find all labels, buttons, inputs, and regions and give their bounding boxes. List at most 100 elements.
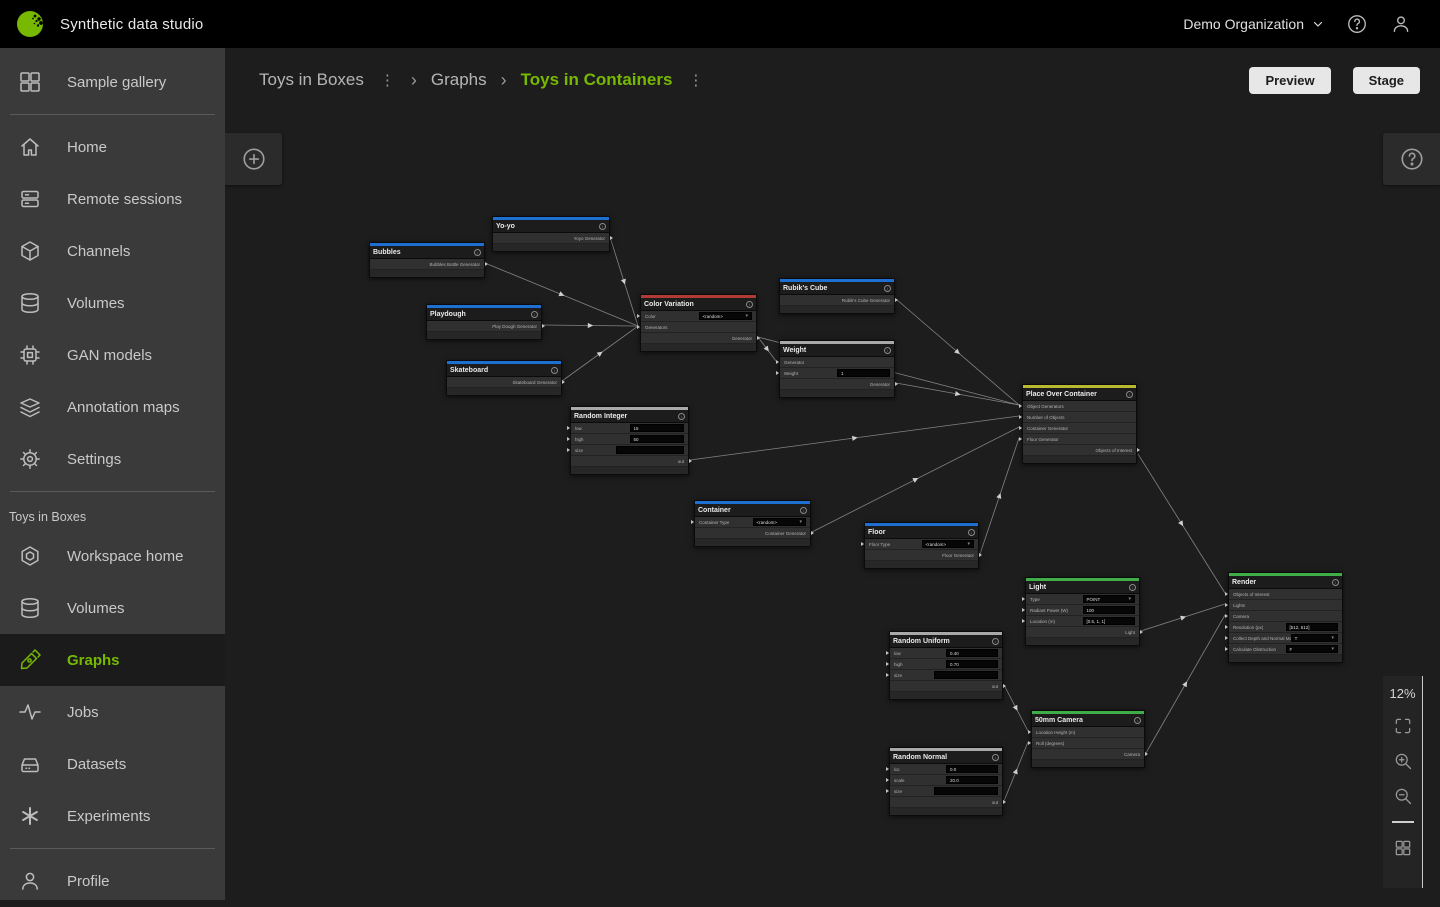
node-field[interactable]: 20.0	[946, 776, 998, 784]
breadcrumb-current-graph[interactable]: Toys in Containers	[520, 70, 673, 89]
sidebar-item-ws-volumes[interactable]: Volumes	[0, 582, 225, 634]
input-port[interactable]	[861, 541, 864, 546]
input-port[interactable]	[1225, 602, 1228, 607]
input-port[interactable]	[886, 777, 889, 782]
info-icon[interactable]: i	[1129, 583, 1136, 591]
input-port[interactable]	[1019, 414, 1022, 419]
breadcrumb-graphs[interactable]: Graphs	[430, 70, 487, 89]
sidebar-item-experiments[interactable]: Experiments	[0, 790, 225, 842]
input-port[interactable]	[1028, 740, 1031, 745]
kebab-menu-icon[interactable]: ⋮	[379, 71, 395, 89]
input-port[interactable]	[567, 425, 570, 430]
sidebar-item-annotation-maps[interactable]: Annotation maps	[0, 381, 225, 433]
minimap-toggle-button[interactable]	[1393, 838, 1413, 858]
info-icon[interactable]: i	[531, 310, 538, 318]
sidebar-item-channels[interactable]: Channels	[0, 225, 225, 277]
node-field[interactable]	[616, 446, 684, 454]
sidebar-item-datasets[interactable]: Datasets	[0, 738, 225, 790]
input-port[interactable]	[1225, 624, 1228, 629]
info-icon[interactable]: i	[1126, 390, 1133, 398]
zoom-in-button[interactable]	[1393, 751, 1413, 771]
preview-button[interactable]: Preview	[1249, 66, 1331, 94]
info-icon[interactable]: i	[992, 753, 999, 761]
input-port[interactable]	[1028, 729, 1031, 734]
input-port[interactable]	[637, 324, 640, 329]
input-port[interactable]	[886, 766, 889, 771]
add-node-button[interactable]	[225, 133, 282, 185]
help-icon[interactable]	[1346, 13, 1368, 35]
kebab-menu-icon[interactable]: ⋮	[688, 71, 704, 89]
user-icon[interactable]	[1390, 13, 1412, 35]
input-port[interactable]	[1022, 618, 1025, 623]
input-port[interactable]	[567, 436, 570, 441]
output-port[interactable]	[689, 458, 692, 463]
sidebar-item-sample-gallery[interactable]: Sample gallery	[0, 56, 225, 108]
sidebar-item-settings[interactable]: Settings	[0, 433, 225, 485]
input-port[interactable]	[1019, 425, 1022, 430]
output-port[interactable]	[1137, 447, 1140, 452]
info-icon[interactable]: i	[1134, 716, 1141, 724]
input-port[interactable]	[776, 370, 779, 375]
info-icon[interactable]: i	[1332, 578, 1339, 586]
sidebar-item-jobs[interactable]: Jobs	[0, 686, 225, 738]
info-icon[interactable]: i	[884, 346, 891, 354]
input-port[interactable]	[1225, 591, 1228, 596]
node-field[interactable]: [0.5, 1, 1]	[1082, 617, 1135, 625]
sidebar-item-graphs[interactable]: Graphs	[0, 634, 225, 686]
output-port[interactable]	[610, 235, 613, 240]
info-icon[interactable]: i	[599, 222, 606, 230]
node-select[interactable]: <random>▾	[698, 312, 752, 320]
output-port[interactable]	[542, 323, 545, 328]
info-icon[interactable]: i	[968, 528, 975, 536]
sidebar-item-remote-sessions[interactable]: Remote sessions	[0, 173, 225, 225]
input-port[interactable]	[1022, 596, 1025, 601]
output-port[interactable]	[1003, 683, 1006, 688]
input-port[interactable]	[637, 313, 640, 318]
input-port[interactable]	[1019, 436, 1022, 441]
output-port[interactable]	[1003, 799, 1006, 804]
output-port[interactable]	[1145, 751, 1148, 756]
node-field[interactable]: 1	[837, 369, 890, 377]
output-port[interactable]	[895, 297, 898, 302]
output-port[interactable]	[895, 381, 898, 386]
node-field[interactable]: 100	[1082, 606, 1135, 614]
node-select[interactable]: <random>▾	[921, 540, 974, 548]
info-icon[interactable]: i	[551, 366, 558, 374]
input-port[interactable]	[1225, 635, 1228, 640]
output-port[interactable]	[811, 530, 814, 535]
info-icon[interactable]: i	[884, 284, 891, 292]
node-field[interactable]: 0.40	[946, 649, 998, 657]
sidebar-item-profile[interactable]: Profile	[0, 855, 225, 907]
info-icon[interactable]: i	[678, 412, 685, 420]
org-switcher[interactable]: Demo Organization	[1183, 16, 1324, 32]
stage-button[interactable]: Stage	[1352, 66, 1420, 94]
info-icon[interactable]: i	[474, 248, 481, 256]
input-port[interactable]	[1019, 403, 1022, 408]
node-field[interactable]: [512, 512]	[1285, 623, 1338, 631]
node-select[interactable]: <random>▾	[752, 518, 806, 526]
zoom-out-button[interactable]	[1393, 786, 1413, 806]
input-port[interactable]	[886, 650, 889, 655]
info-icon[interactable]: i	[992, 637, 999, 645]
input-port[interactable]	[1225, 613, 1228, 618]
sidebar-item-home[interactable]: Home	[0, 121, 225, 173]
node-select[interactable]: POINT▾	[1082, 595, 1135, 603]
sidebar-item-workspace-home[interactable]: Workspace home	[0, 530, 225, 582]
input-port[interactable]	[886, 788, 889, 793]
input-port[interactable]	[1022, 607, 1025, 612]
node-select[interactable]: T▾	[1290, 634, 1338, 642]
input-port[interactable]	[886, 661, 889, 666]
node-field[interactable]: 15	[629, 424, 684, 432]
output-port[interactable]	[1140, 629, 1143, 634]
fit-view-button[interactable]	[1393, 716, 1413, 736]
